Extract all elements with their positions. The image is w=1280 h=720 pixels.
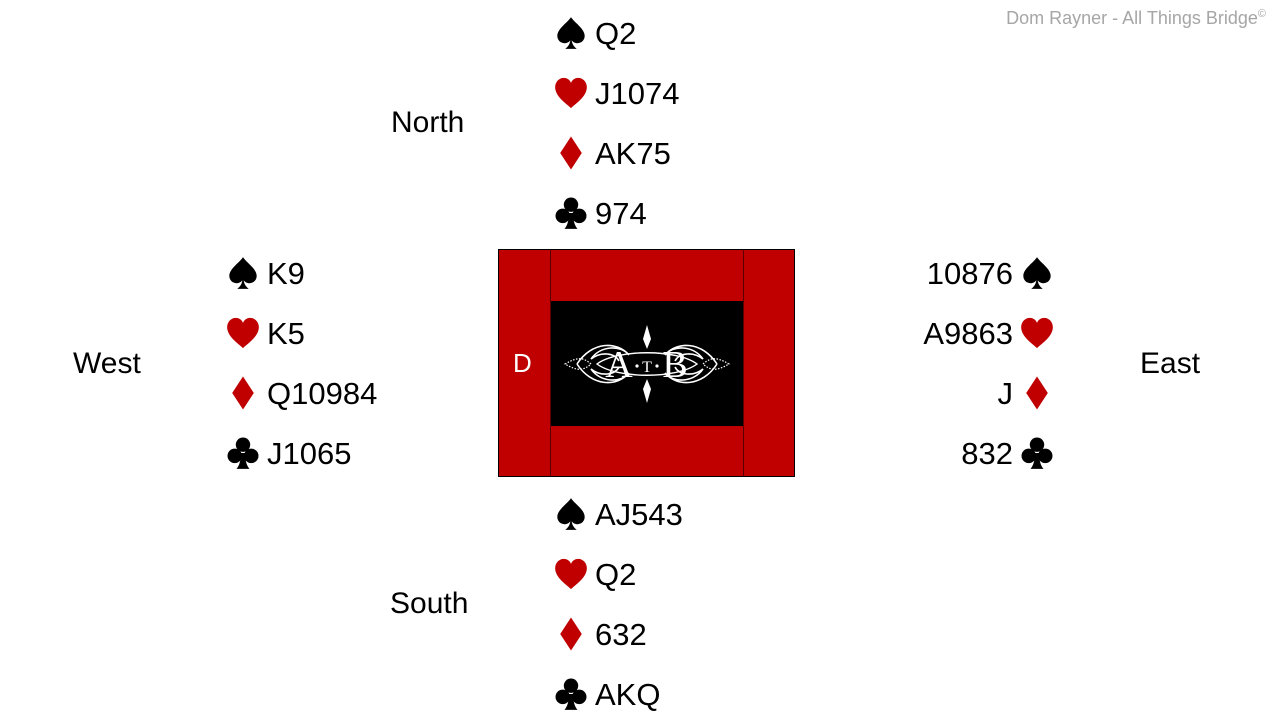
heart-icon [553, 556, 589, 592]
hand-north: Q2 J1074 AK75 974 [553, 13, 753, 253]
cards-east-clubs: 832 [961, 435, 1013, 471]
seat-label-north: North [391, 106, 465, 139]
spade-icon [553, 15, 589, 51]
bridge-table: D A T B [498, 249, 795, 477]
logo-letter-a: A [605, 344, 633, 386]
hand-south-hearts: Q2 [553, 554, 636, 594]
seat-label-south: South [390, 587, 469, 620]
logo-letter-t: T [642, 359, 652, 376]
hand-west-hearts: K5 [225, 313, 305, 353]
club-icon [1019, 435, 1055, 471]
table-divider-right [743, 250, 744, 476]
heart-icon [553, 75, 589, 111]
hand-south: AJ543 Q2 632 AKQ [553, 494, 753, 716]
hand-south-clubs: AKQ [553, 674, 660, 714]
cards-east-spades: 10876 [926, 255, 1013, 291]
cards-south-diamonds: 632 [595, 616, 647, 652]
cards-west-clubs: J1065 [267, 435, 352, 471]
copyright-text: Dom Rayner - All Things Bridge [1006, 8, 1258, 28]
hand-north-clubs: 974 [553, 193, 647, 233]
cards-south-spades: AJ543 [595, 496, 683, 532]
diamond-icon [553, 135, 589, 171]
hand-south-diamonds: 632 [553, 614, 647, 654]
club-icon [225, 435, 261, 471]
hand-west-diamonds: Q10984 [225, 373, 377, 413]
spade-icon [1019, 255, 1055, 291]
hand-north-diamonds: AK75 [553, 133, 671, 173]
cards-west-diamonds: Q10984 [267, 375, 378, 411]
hand-west-spades: K9 [225, 253, 305, 293]
cards-south-clubs: AKQ [595, 676, 661, 712]
hand-east-diamonds: J [998, 373, 1056, 413]
copyright-symbol: © [1257, 8, 1266, 20]
diamond-icon [1019, 375, 1055, 411]
diamond-icon [225, 375, 261, 411]
cards-west-spades: K9 [267, 255, 305, 291]
cards-north-spades: Q2 [595, 15, 637, 51]
table-divider-left [550, 250, 551, 476]
table-logo-panel: A T B [551, 301, 743, 426]
seat-label-east: East [1140, 347, 1201, 380]
hand-north-hearts: J1074 [553, 73, 679, 113]
spade-icon [553, 496, 589, 532]
cards-south-hearts: Q2 [595, 556, 637, 592]
seat-label-west: West [73, 347, 141, 380]
heart-icon [225, 315, 261, 351]
dealer-marker: D [513, 348, 532, 378]
diamond-icon [553, 616, 589, 652]
hand-north-spades: Q2 [553, 13, 636, 53]
club-icon [553, 195, 589, 231]
hand-south-spades: AJ543 [553, 494, 683, 534]
cards-east-hearts: A9863 [923, 315, 1013, 351]
cards-north-clubs: 974 [595, 195, 647, 231]
cards-east-diamonds: J [997, 375, 1014, 411]
cards-west-hearts: K5 [267, 315, 305, 351]
heart-icon [1019, 315, 1055, 351]
spade-icon [225, 255, 261, 291]
hand-west-clubs: J1065 [225, 433, 351, 473]
hand-east: 10876 A9863 J 832 [855, 253, 1055, 493]
logo-letter-b: B [662, 344, 687, 386]
hand-east-hearts: A9863 [923, 313, 1055, 353]
hand-east-clubs: 832 [961, 433, 1055, 473]
cards-north-hearts: J1074 [595, 75, 680, 111]
atb-logo-icon: A T B [563, 324, 731, 403]
hand-east-spades: 10876 [927, 253, 1055, 293]
club-icon [553, 676, 589, 712]
cards-north-diamonds: AK75 [595, 135, 671, 171]
hand-west: K9 K5 Q10984 J1065 [225, 253, 425, 493]
copyright-notice: Dom Rayner - All Things Bridge© [1006, 8, 1266, 29]
